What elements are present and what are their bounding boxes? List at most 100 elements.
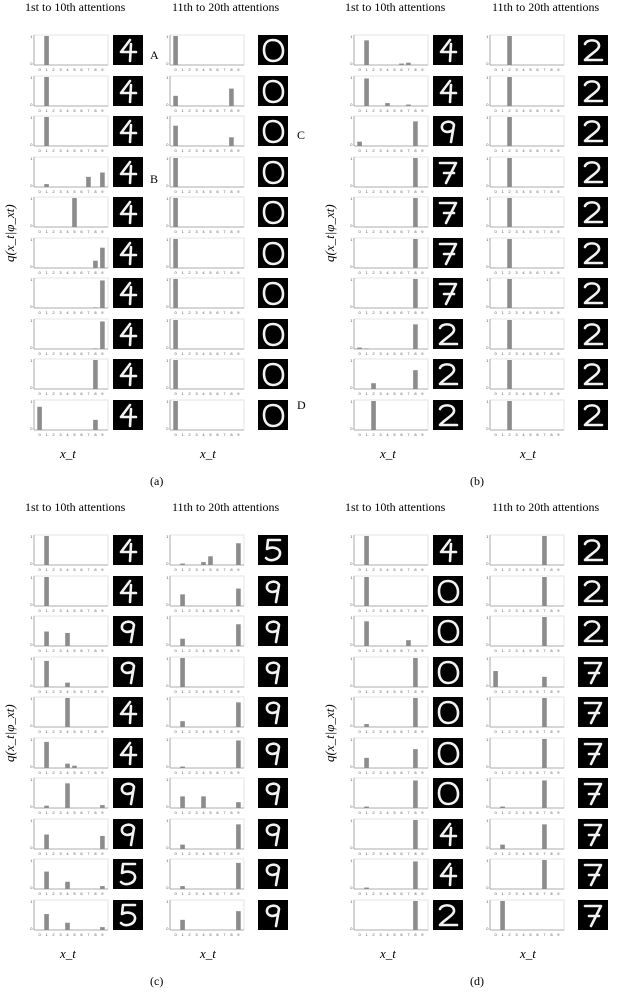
x-tick-label: 7 <box>543 108 546 113</box>
x-tick-label: 5 <box>73 67 76 72</box>
x-tick-label: 1 <box>45 189 48 194</box>
x-tick-label: 6 <box>216 770 219 775</box>
x-tick-label: 8 <box>414 648 417 653</box>
y-tick-label: 1 <box>350 777 353 782</box>
x-tick-label: 1 <box>181 729 184 734</box>
x-tick-label: 0 <box>38 608 41 613</box>
digit-stroke <box>119 241 138 265</box>
x-tick-label: 5 <box>73 810 76 815</box>
x-tick-label: 8 <box>550 270 553 275</box>
x-tick-label: 8 <box>550 67 553 72</box>
y-tick-label: 0 <box>486 304 489 309</box>
x-tick-label: 6 <box>400 608 403 613</box>
glimpse-image <box>433 535 463 565</box>
plot-frame <box>169 534 245 566</box>
y-tick-label: 1 <box>350 615 353 620</box>
x-tick-label: 2 <box>188 229 191 234</box>
y-tick-label: 1 <box>30 318 33 323</box>
x-tick-label: 4 <box>386 189 389 194</box>
x-tick-label: 5 <box>393 148 396 153</box>
x-tick-label: 1 <box>501 729 504 734</box>
x-tick-label: 3 <box>379 932 382 937</box>
x-tick-label: 6 <box>80 932 83 937</box>
x-tick-label: 7 <box>407 229 410 234</box>
glimpse-image <box>578 75 608 106</box>
digit-stroke <box>437 660 460 684</box>
x-tick-label: 4 <box>202 729 205 734</box>
x-tick-label: 6 <box>80 729 83 734</box>
x-tick-label: 1 <box>181 391 184 396</box>
x-tick-label: 8 <box>230 270 233 275</box>
x-tick-label: 1 <box>501 851 504 856</box>
y-tick-label: 0 <box>166 561 169 566</box>
x-tick-label: 1 <box>45 567 48 572</box>
x-tick-label: 3 <box>515 310 518 315</box>
x-tick-label: 2 <box>188 810 191 815</box>
x-tick-label: 9 <box>421 148 424 153</box>
x-tick-label: 0 <box>358 729 361 734</box>
x-tick-label: 8 <box>94 567 97 572</box>
x-tick-label: 5 <box>529 148 532 153</box>
y-tick-label: 1 <box>30 34 33 39</box>
x-tick-label: 7 <box>87 391 90 396</box>
y-tick-label: 1 <box>486 656 489 661</box>
x-tick-label: 4 <box>202 148 205 153</box>
x-tick-label: 5 <box>393 108 396 113</box>
x-tick-label: 0 <box>358 229 361 234</box>
x-tick-label: 3 <box>379 648 382 653</box>
y-tick-label: 1 <box>30 858 33 863</box>
x-tick-label: 9 <box>101 810 104 815</box>
x-tick-label: 1 <box>501 148 504 153</box>
y-tick-label: 1 <box>486 818 489 823</box>
x-tick-label: 5 <box>73 229 76 234</box>
x-tick-label: 0 <box>38 891 41 896</box>
x-tick-label: 8 <box>414 689 417 694</box>
bar-1 <box>364 887 369 889</box>
x-tick-label: 4 <box>386 108 389 113</box>
x-tick-label: 1 <box>365 351 368 356</box>
bar-9 <box>100 320 105 349</box>
x-tick-label: 3 <box>59 648 62 653</box>
y-tick-label: 1 <box>350 858 353 863</box>
x-tick-label: 8 <box>230 608 233 613</box>
glimpse-image <box>113 197 143 227</box>
y-tick-label: 0 <box>350 345 353 350</box>
y-tick-label: 0 <box>350 426 353 431</box>
x-tick-label: 2 <box>372 810 375 815</box>
x-tick-label: 0 <box>494 310 497 315</box>
digit-stroke <box>583 363 604 386</box>
x-tick-label: 6 <box>400 270 403 275</box>
x-tick-label: 8 <box>550 932 553 937</box>
x-tick-label: 5 <box>393 851 396 856</box>
x-tick-label: 8 <box>550 229 553 234</box>
bar-1 <box>44 660 49 687</box>
plot-frame <box>489 277 565 309</box>
x-tick-label: 0 <box>38 391 41 396</box>
x-tick-label: 7 <box>87 891 90 896</box>
y-tick-label: 1 <box>166 237 169 242</box>
x-tick-label: 2 <box>508 689 511 694</box>
bar-7 <box>406 104 411 106</box>
x-tick-label: 4 <box>386 851 389 856</box>
x-tick-label: 1 <box>365 567 368 572</box>
digit-stroke <box>583 39 604 62</box>
x-tick-label: 9 <box>237 148 240 153</box>
y-tick-label: 0 <box>166 926 169 931</box>
glimpse-image <box>433 116 463 146</box>
x-tick-label: 9 <box>237 810 240 815</box>
bar-4 <box>65 763 70 768</box>
glimpse-image <box>578 278 608 308</box>
x-tick-label: 8 <box>550 108 553 113</box>
x-tick-label: 3 <box>379 351 382 356</box>
bar-1 <box>44 631 49 646</box>
x-tick-label: 4 <box>202 810 205 815</box>
y-tick-label: 0 <box>350 561 353 566</box>
digit-stroke <box>583 539 604 562</box>
bar-4 <box>65 783 70 808</box>
x-tick-label: 1 <box>181 851 184 856</box>
